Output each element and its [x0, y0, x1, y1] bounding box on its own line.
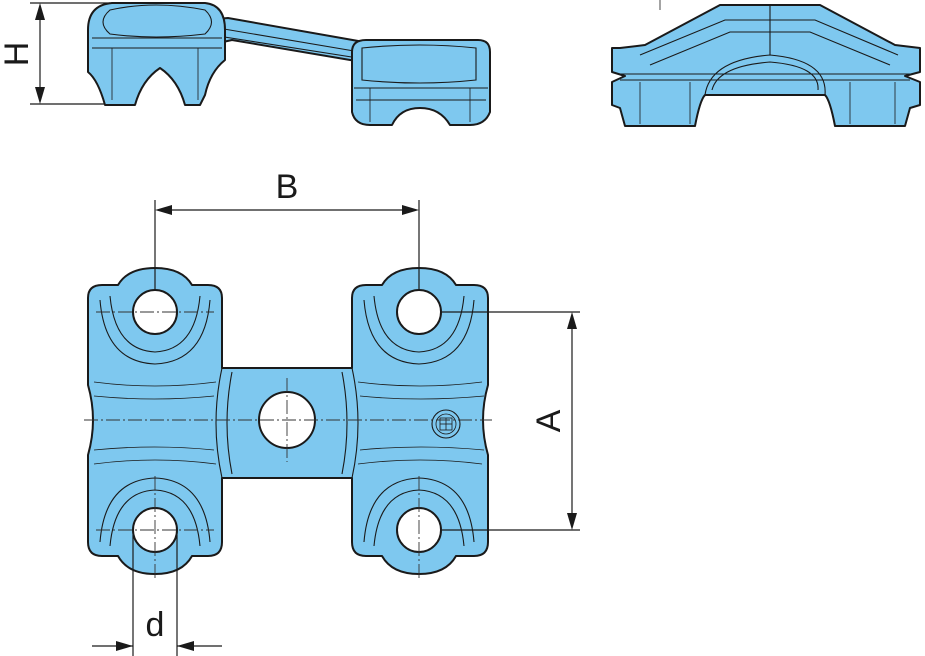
dimension-label-b: B	[276, 168, 299, 206]
dimension-label-d: d	[146, 606, 165, 644]
hole-diameter-dimension: d	[92, 535, 222, 656]
dimension-label-h: H	[0, 42, 36, 67]
manufacturer-logo-icon	[431, 409, 461, 439]
side-view	[87, 2, 491, 126]
center-lines	[84, 311, 492, 580]
pitch-a-dimension: A	[442, 311, 580, 531]
pin-hole-top-right	[396, 289, 442, 335]
height-dimension: H	[0, 2, 110, 105]
end-view	[611, 0, 921, 127]
dimension-label-a: A	[530, 409, 568, 432]
top-view	[87, 267, 489, 575]
pitch-b-dimension: B	[154, 168, 420, 290]
